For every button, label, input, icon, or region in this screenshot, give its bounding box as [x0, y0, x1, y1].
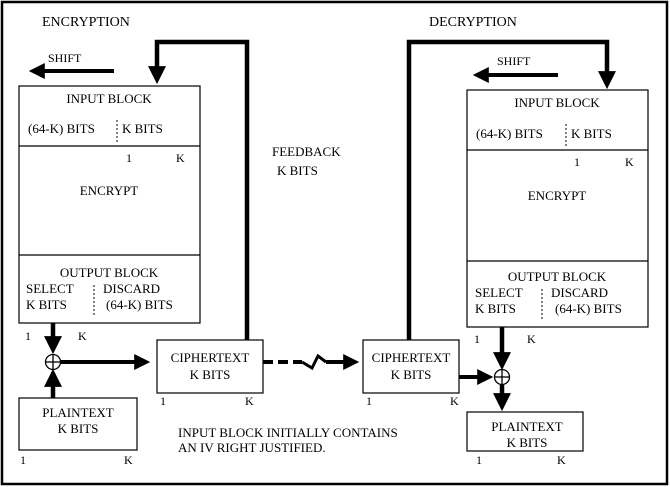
enc-input-idx1: 1	[126, 151, 132, 165]
dec-output-discard: DISCARD	[551, 285, 608, 300]
enc-output-block-label: OUTPUT BLOCK	[60, 265, 159, 280]
dec-encrypt-label: ENCRYPT	[528, 188, 587, 203]
dec-out-idxk: K	[527, 332, 536, 346]
decryption-title: DECRYPTION	[429, 15, 517, 30]
dec-input-idxk: K	[625, 155, 634, 169]
enc-ciphertext-idxk: K	[245, 394, 254, 408]
dec-plaintext-line1: PLAINTEXT	[491, 419, 563, 434]
dec-input-right-bits: K BITS	[571, 126, 612, 141]
enc-out-idxk: K	[78, 329, 87, 343]
dec-output-select: SELECT	[475, 285, 523, 300]
dec-plaintext-idx1: 1	[476, 453, 482, 467]
dec-feedback-path	[406, 39, 616, 340]
feedback-label-line1: FEEDBACK	[272, 144, 341, 159]
transmission-zigzag	[301, 353, 327, 371]
enc-input-block-label: INPUT BLOCK	[66, 91, 152, 106]
enc-input-right-bits: K BITS	[122, 121, 163, 136]
enc-input-idxk: K	[176, 151, 185, 165]
enc-block	[18, 85, 201, 324]
enc-output-select: SELECT	[26, 281, 74, 296]
enc-shift-label: SHIFT	[48, 51, 82, 65]
dec-plaintext-line2: K BITS	[507, 435, 548, 450]
dec-plaintext-box	[466, 411, 584, 452]
encryption-title: ENCRYPTION	[42, 15, 130, 30]
iv-note-line1: INPUT BLOCK INITIALLY CONTAINS	[178, 425, 398, 440]
dec-output-block-label: OUTPUT BLOCK	[508, 269, 607, 284]
enc-feedback-path	[148, 39, 250, 340]
dec-out-idx1: 1	[474, 332, 480, 346]
dec-ciphertext-box	[362, 339, 460, 394]
dec-ciphertext-line2: K BITS	[391, 367, 432, 382]
dec-output-discard-bits: (64-K) BITS	[555, 301, 622, 316]
dec-input-idx1: 1	[574, 155, 580, 169]
iv-note-line2: AN IV RIGHT JUSTIFIED.	[178, 440, 326, 455]
enc-ciphertext-idx1: 1	[160, 394, 166, 408]
dec-ciphertext-line1: CIPHERTEXT	[372, 350, 451, 365]
enc-plaintext-line1: PLAINTEXT	[42, 405, 114, 420]
enc-plaintext-box	[18, 397, 138, 451]
enc-ciphertext-box	[156, 339, 264, 394]
dec-output-kbits: K BITS	[475, 301, 516, 316]
dec-input-block-label: INPUT BLOCK	[514, 95, 600, 110]
enc-out-idx1: 1	[25, 329, 31, 343]
enc-output-discard-bits: (64-K) BITS	[106, 297, 173, 312]
enc-encrypt-label: ENCRYPT	[80, 183, 139, 198]
dec-ciphertext-idx1: 1	[366, 394, 372, 408]
dec-ciphertext-idxk: K	[450, 394, 459, 408]
feedback-label-line2: K BITS	[277, 163, 318, 178]
dec-block	[466, 89, 649, 328]
enc-ciphertext-line2: K BITS	[190, 367, 231, 382]
dec-shift-label: SHIFT	[497, 54, 531, 68]
enc-output-kbits: K BITS	[26, 297, 67, 312]
enc-plaintext-idxk: K	[124, 453, 133, 467]
dec-plaintext-idxk: K	[557, 453, 566, 467]
enc-plaintext-idx1: 1	[20, 453, 26, 467]
enc-plaintext-line2: K BITS	[58, 421, 99, 436]
enc-ciphertext-line1: CIPHERTEXT	[171, 350, 250, 365]
dec-input-left-bits: (64-K) BITS	[476, 126, 543, 141]
enc-input-left-bits: (64-K) BITS	[28, 121, 95, 136]
enc-output-discard: DISCARD	[103, 281, 160, 296]
